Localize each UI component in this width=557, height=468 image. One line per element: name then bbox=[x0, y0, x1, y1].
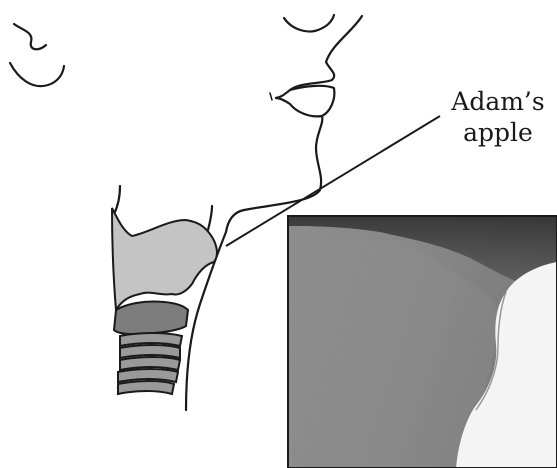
ear-outline bbox=[10, 24, 64, 86]
cricoid-cartilage bbox=[114, 301, 188, 334]
adams-apple-photo bbox=[288, 216, 557, 468]
thyroid-cartilage bbox=[112, 208, 217, 310]
adams-apple-label: apple bbox=[440, 117, 556, 148]
adams-apple-label: Adam’s bbox=[440, 86, 556, 117]
tracheal-rings bbox=[118, 333, 182, 394]
